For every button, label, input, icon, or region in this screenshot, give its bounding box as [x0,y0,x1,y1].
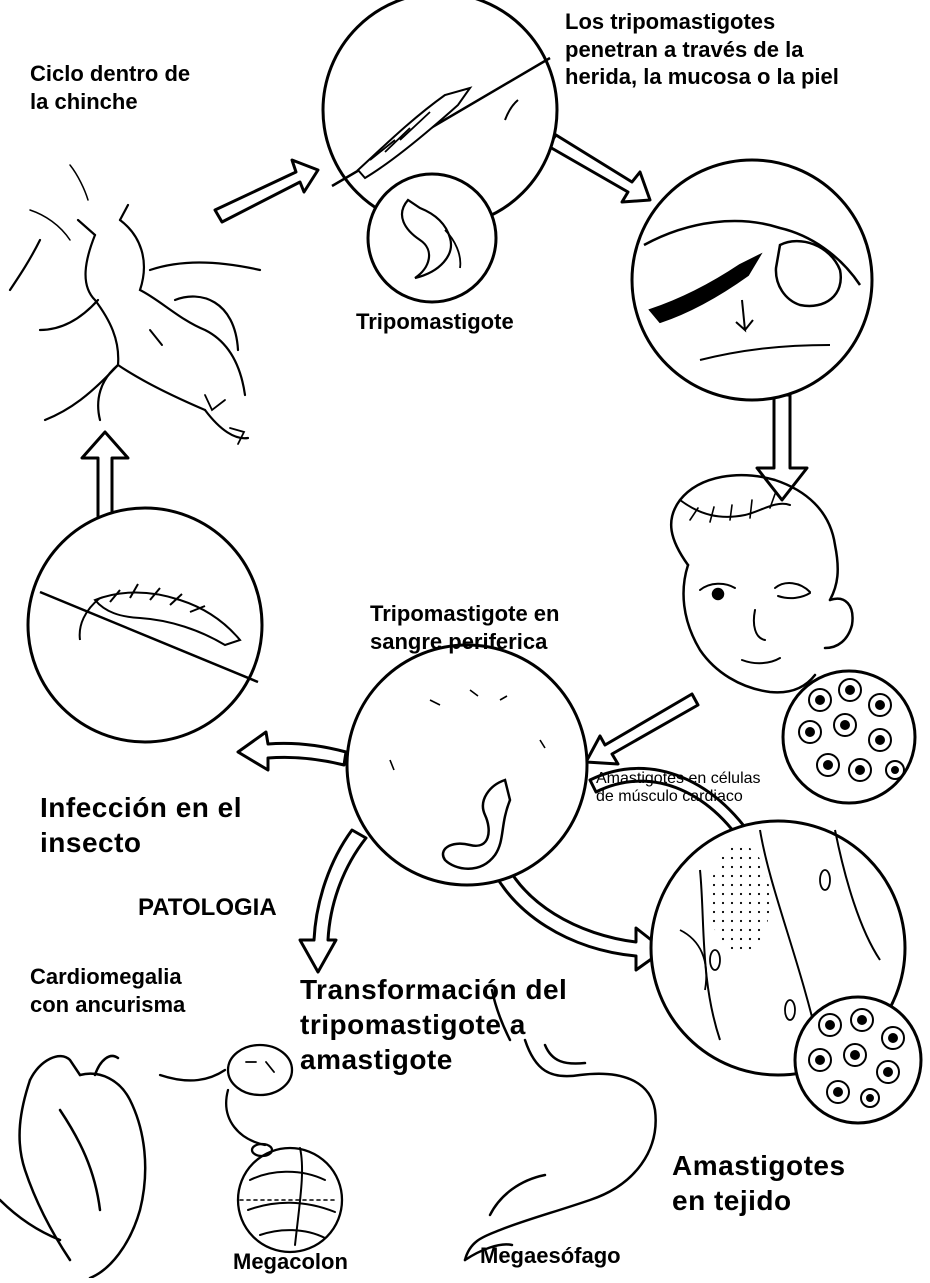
arrow-blood-to-left-circle [238,732,346,770]
label-tripo-sangre: Tripomastigote en sangre periferica [370,600,559,655]
cell-inset-cardiac [795,997,921,1123]
label-patologia: PATOLOGIA [138,894,277,922]
label-penetran: Los tripomastigotes penetran a través de… [565,8,839,91]
label-cardiomegalia: Cardiomegalia con ancurisma [30,963,185,1018]
heart-sketch [0,1056,145,1278]
label-transformacion: Transformación del tripomastigote a amas… [300,972,567,1077]
arrow-child-to-blood [586,694,698,764]
child-face [671,475,852,692]
circle-insect-feeding [28,508,262,742]
label-amastigotes-tejido: Amastigotes en tejido [672,1148,846,1218]
label-ciclo-chinche: Ciclo dentro de la chinche [30,60,190,115]
label-megacolon: Megacolon [233,1248,348,1276]
circle-bite [323,0,557,302]
cell-inset-face [783,671,915,803]
arrow-top-to-right-circle [548,135,650,202]
arrow-left-circle-up [82,432,128,522]
circle-entry [632,160,872,400]
arrow-to-pathology [300,830,366,972]
arrow-down-to-child [757,395,807,500]
label-infeccion-insecto: Infección en el insecto [40,790,242,860]
label-amastigotes-celulas: Amastigotes en células de músculo cardia… [596,770,761,807]
label-megaesofago: Megaesófago [480,1242,621,1270]
label-tripomastigote: Tripomastigote [356,308,514,336]
circle-blood [347,645,587,885]
arrow-bug-to-top-circle [215,160,318,222]
